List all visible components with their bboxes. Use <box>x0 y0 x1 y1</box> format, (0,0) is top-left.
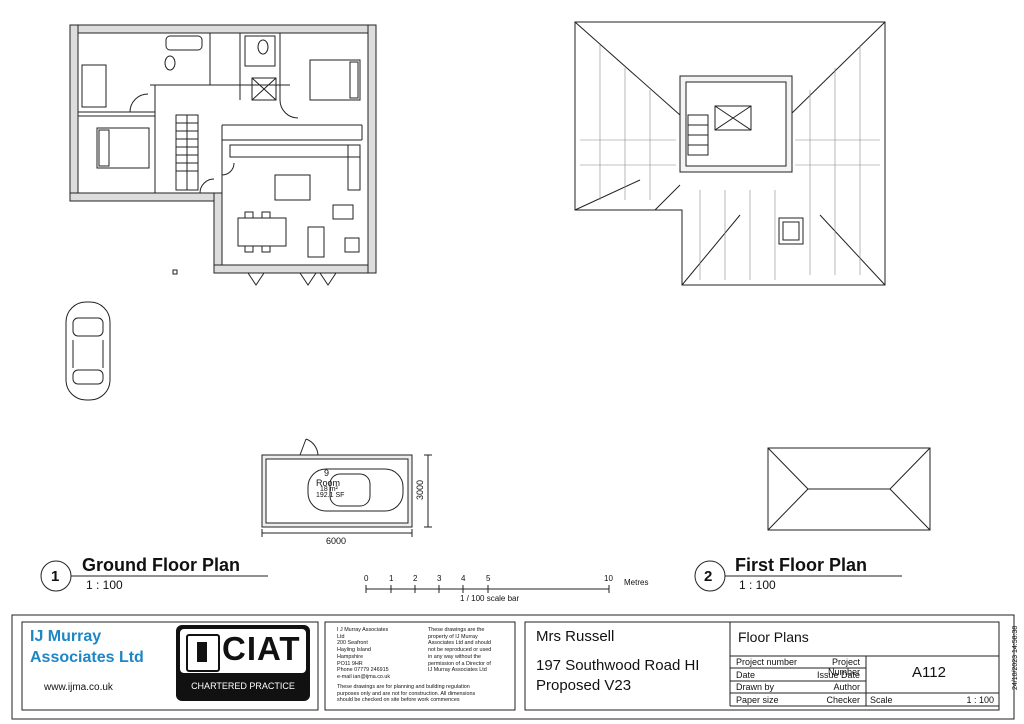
field-value: Project Number <box>827 657 860 677</box>
ciat-subtitle: CHARTERED PRACTICE <box>191 681 295 691</box>
scale-label: Scale <box>870 695 893 705</box>
garage-area-sf: 192.1 SF <box>316 492 345 499</box>
first-floor-plan <box>574 21 931 531</box>
address-line: Phone 07779 246915 <box>337 667 389 674</box>
copyright-block: These drawings are the property of IJ Mu… <box>428 627 491 674</box>
ground-floor-plan <box>69 24 377 286</box>
copyright-line: in any way without the <box>428 653 482 660</box>
ground-view-title: Ground Floor Plan <box>82 555 240 575</box>
field-label: Paper size <box>736 695 779 705</box>
scale-tick-3: 3 <box>437 574 442 583</box>
field-value: Author <box>833 682 860 692</box>
scale-tick-1: 1 <box>389 574 394 583</box>
address-line: Hampshire <box>337 653 364 660</box>
field-label: Project number <box>736 657 798 667</box>
garage-area-m2: 18 m² <box>320 486 338 493</box>
company-name-line2: Associates Ltd <box>30 649 144 666</box>
car-symbol <box>65 301 111 401</box>
field-value: Checker <box>826 695 860 705</box>
company-website[interactable]: www.ijma.co.uk <box>44 682 113 693</box>
project-address: 197 Southwood Road HI <box>536 657 700 674</box>
scale-tick-2: 2 <box>413 574 418 583</box>
garage-width-dim: 6000 <box>326 536 347 546</box>
copyright-line: Associates Ltd and should <box>428 640 491 647</box>
garage-room-number: 9 <box>324 468 330 478</box>
scale-value: 1 : 100 <box>966 695 994 705</box>
scale-tick-4: 4 <box>461 574 466 583</box>
address-line: e-mail ian@ijma.co.uk <box>337 673 391 680</box>
project-proposal: Proposed V23 <box>536 677 632 694</box>
planning-note-line: These drawings are for planning and buil… <box>337 684 470 690</box>
scale-tick-0: 0 <box>364 574 369 583</box>
sheet-title: Floor Plans <box>738 629 809 645</box>
garage-depth-dim: 3000 <box>415 479 425 500</box>
field-label: Date <box>736 670 756 680</box>
sheet-number: A112 <box>912 664 946 681</box>
field-value: Issue Date <box>816 670 860 680</box>
address-line: 200 Seafront <box>337 640 368 647</box>
scale-unit: Metres <box>624 578 649 587</box>
garage-room-name: Room <box>316 478 341 488</box>
first-view-title: First Floor Plan <box>735 555 868 575</box>
copyright-line: permission of a Director of <box>428 660 491 667</box>
field-label: Drawn by <box>736 682 775 692</box>
company-name-line1: IJ Murray <box>30 628 102 645</box>
copyright-line: not be reproduced or used <box>428 647 492 654</box>
first-view-number: 2 <box>704 568 713 585</box>
garage-plan <box>261 438 432 537</box>
planning-note-line: should be checked on site before work co… <box>337 697 460 704</box>
scale-bar-graphic <box>365 585 610 593</box>
address-block: I J Murray Associates Ltd 200 Seafront H… <box>337 627 390 681</box>
copyright-line: These drawings are the <box>428 627 485 633</box>
address-line: Ltd <box>337 633 345 640</box>
address-line: PO11 9HR <box>337 660 363 667</box>
copyright-line: IJ Murray Associates Ltd <box>428 667 487 674</box>
ground-view-number: 1 <box>51 568 60 585</box>
ciat-crest-icon <box>186 634 220 672</box>
scale-tick-5: 5 <box>486 574 491 583</box>
planning-note-line: purposes only and are not for constructi… <box>337 690 476 697</box>
copyright-line: property of IJ Murray <box>428 633 478 640</box>
scale-tick-10: 10 <box>604 574 613 583</box>
client-name: Mrs Russell <box>536 628 615 645</box>
address-line: I J Murray Associates <box>337 627 389 633</box>
ciat-text: CIAT <box>222 630 301 667</box>
ground-view-scale: 1 : 100 <box>86 578 123 592</box>
planning-note: These drawings are for planning and buil… <box>337 684 475 704</box>
print-timestamp: 24/10/2023 14:58:38 <box>1012 625 1019 690</box>
scale-caption: 1 / 100 scale bar <box>460 594 520 603</box>
address-line: Hayling Island <box>337 647 371 654</box>
ciat-logo: CIAT CHARTERED PRACTICE <box>176 625 310 701</box>
first-view-scale: 1 : 100 <box>739 578 776 592</box>
